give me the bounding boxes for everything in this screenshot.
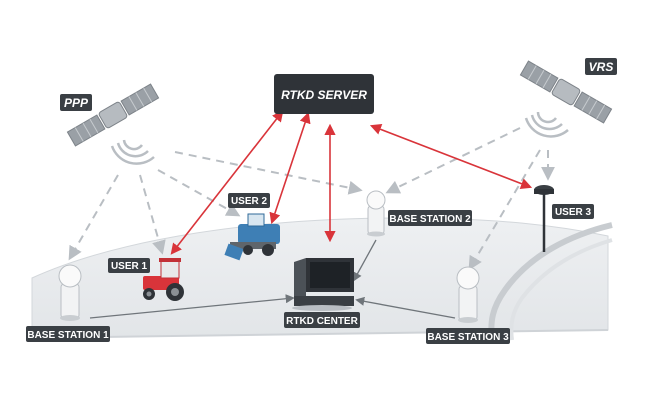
rtkd-center-label: RTKD CENTER [284,312,360,328]
user-2-label: USER 2 [228,193,270,208]
signal-wave-icon [524,111,569,138]
user-3-label: USER 3 [552,204,594,219]
base-station-3-label: BASE STATION 3 [426,328,510,344]
user-2-text: USER 2 [231,196,268,207]
base-station-1-text: BASE STATION 1 [27,330,109,341]
base-station-icon [456,266,480,323]
computer-monitor-icon [292,258,354,311]
satellite-icon [66,83,160,147]
satellite-icon [519,60,613,124]
base-station-3-text: BASE STATION 3 [427,332,509,343]
ppp-label-text: PPP [64,96,89,110]
rtkd-center-text: RTKD CENTER [286,316,358,327]
user-1-text: USER 1 [111,261,148,272]
base-station-icon [366,190,386,237]
vrs-label: VRS [585,58,617,75]
signal-wave-icon [110,139,155,165]
user-3-text: USER 3 [555,207,592,218]
rtkd-server-box: RTKD SERVER [274,74,374,114]
base-station-2-text: BASE STATION 2 [389,214,471,225]
base-center-links [89,239,456,319]
vrs-label-text: VRS [589,60,614,74]
gnss-receiver-icon [534,185,554,252]
user-1-label: USER 1 [108,258,150,273]
base-station-2-label: BASE STATION 2 [388,210,472,226]
harvester-icon [224,213,280,261]
ppp-label: PPP [60,94,92,111]
base-station-icon [58,264,82,321]
tractor-icon [143,258,184,301]
server-links [170,110,533,255]
base-station-1-label: BASE STATION 1 [26,326,110,342]
rtkd-server-label: RTKD SERVER [281,88,367,102]
